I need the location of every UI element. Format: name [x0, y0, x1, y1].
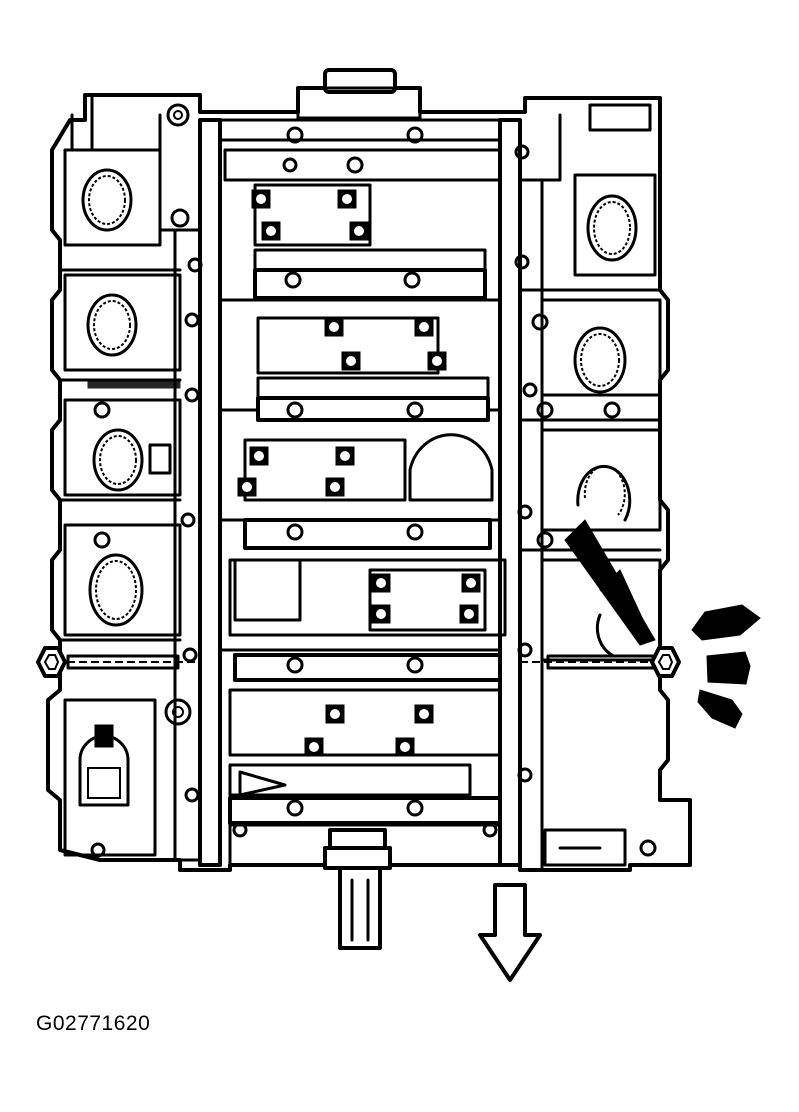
bolt	[461, 573, 481, 593]
crankshaft-snout	[323, 828, 392, 950]
bolt	[395, 737, 415, 757]
main-bearing-caps	[218, 148, 507, 867]
bolt	[371, 573, 391, 593]
side-bolt-left	[36, 646, 67, 678]
front-direction-arrow	[478, 883, 542, 982]
bolt	[459, 604, 479, 624]
figure-code: G02771620	[36, 1012, 151, 1035]
bolt	[427, 351, 447, 371]
bolt	[304, 737, 324, 757]
right-bore-column	[518, 103, 662, 662]
bolt	[324, 317, 344, 337]
bolt	[335, 446, 355, 466]
bolt	[251, 189, 271, 209]
rotation-marks	[691, 604, 761, 729]
bolt	[341, 351, 361, 371]
pointer-arrow	[564, 519, 656, 646]
bolt	[371, 604, 391, 624]
lower-left-housing	[63, 698, 627, 867]
bolt	[325, 477, 345, 497]
bolt	[337, 189, 357, 209]
bolt	[349, 221, 369, 241]
bolt	[261, 221, 281, 241]
studs	[90, 103, 657, 858]
bolt	[414, 704, 434, 724]
side-bolt-axis	[55, 654, 665, 670]
bolt	[414, 317, 434, 337]
side-bolt-right	[650, 646, 681, 678]
bolt	[325, 704, 345, 724]
cap-bolts	[237, 189, 481, 757]
bolt	[249, 446, 269, 466]
vertical-rails	[158, 113, 562, 872]
bolt	[237, 477, 257, 497]
left-bore-column	[58, 93, 182, 642]
